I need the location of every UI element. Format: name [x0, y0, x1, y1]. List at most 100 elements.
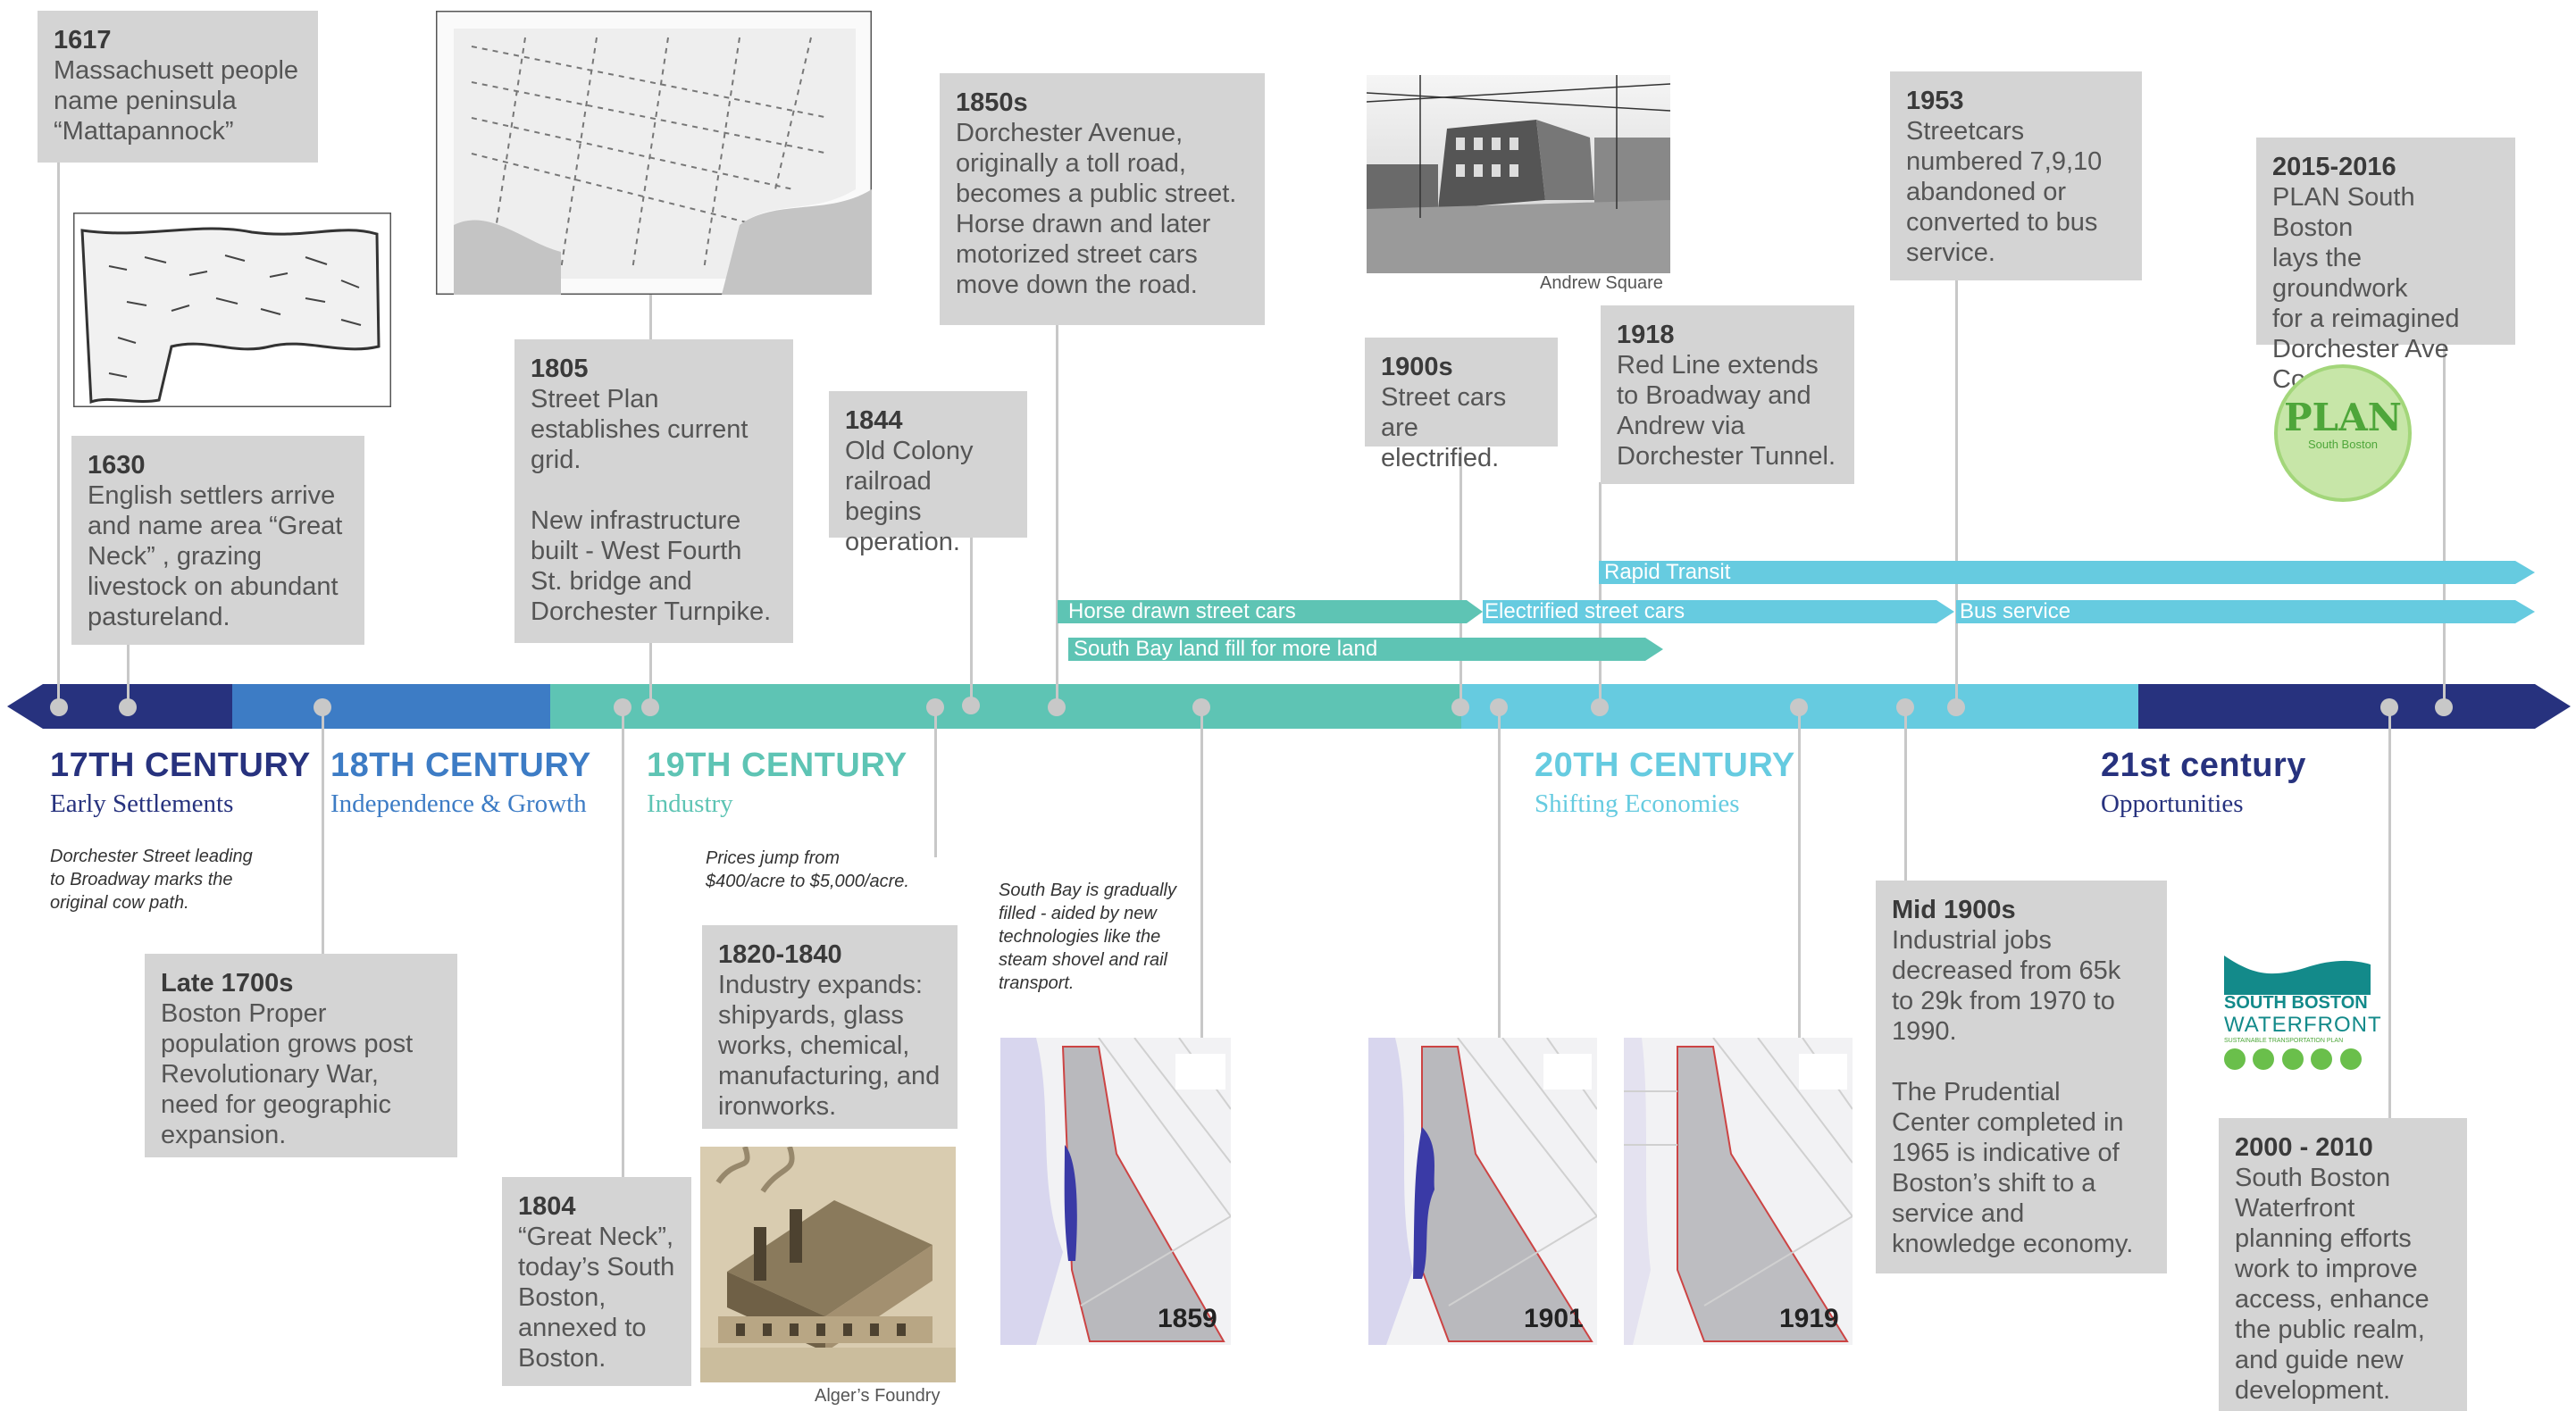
era-title-17th: 17TH CENTURY [50, 747, 311, 784]
timeline-dot [1896, 698, 1914, 716]
event-1953: 1953 Streetcars numbered 7,9,10 abandone… [1890, 71, 2142, 280]
event-1804: 1804 “Great Neck”, today’s South Boston,… [502, 1177, 691, 1386]
bar-horse-drawn [1058, 600, 1483, 623]
event-text: Boston Proper population grows post Revo… [161, 999, 414, 1149]
event-year: 1805 [531, 355, 589, 383]
waterfront-line1: SOUTH BOSTON [2224, 993, 2368, 1013]
timeline-dot [1048, 698, 1066, 716]
connector-1901 [1498, 707, 1501, 1038]
connector-1630 [127, 634, 130, 706]
connector-1850s [1056, 323, 1058, 706]
andrew-square-caption: Andrew Square [1540, 273, 1663, 293]
event-1630: 1630 English settlers arrive and name ar… [71, 436, 364, 645]
event-1617: 1617 Massachusett people name peninsula … [38, 11, 318, 163]
timeline-dot [962, 697, 980, 714]
waterfront-line3: SUSTAINABLE TRANSPORTATION PLAN [2224, 1038, 2344, 1044]
timeline-dot [2380, 698, 2398, 716]
event-year: 1850s [956, 88, 1028, 117]
era-title-21st: 21st century [2101, 747, 2306, 784]
era-title-20th: 20TH CENTURY [1535, 747, 1795, 784]
event-text: Dorchester Avenue, originally a toll roa… [956, 119, 1237, 299]
connector-2000 [2388, 707, 2391, 1118]
note-cowpath: Dorchester Street leading to Broadway ma… [50, 847, 253, 913]
transport-icons [2224, 1048, 2376, 1075]
event-text: Old Colony railroad begins operation. [845, 437, 974, 556]
era-subtitle-21st: Opportunities [2101, 789, 2244, 818]
event-1844: 1844 Old Colony railroad begins operatio… [829, 391, 1027, 556]
timeline-dot [1790, 698, 1808, 716]
event-year: 1804 [518, 1192, 576, 1221]
connector-mid1900s [1904, 707, 1907, 881]
connector-1844 [970, 536, 973, 706]
timeline-dot [2435, 698, 2453, 716]
algers-foundry-image [700, 1147, 956, 1382]
andrew-square-photo [1367, 75, 1670, 273]
timeline-dot [50, 698, 68, 716]
event-1850s: 1850s Dorchester Avenue, originally a to… [940, 73, 1265, 325]
walk-icon [2224, 1048, 2246, 1070]
note-prices: Prices jump from $400/acre to $5,000/acr… [706, 848, 909, 891]
event-text: Street Plan establishes current grid. Ne… [531, 385, 772, 626]
event-year: 1953 [1906, 87, 1964, 115]
bar-southbay-label: South Bay land fill for more land [1074, 637, 1378, 661]
bus-icon [2311, 1048, 2333, 1070]
car-icon [2281, 1048, 2304, 1070]
event-1805: 1805 Street Plan establishes current gri… [514, 339, 793, 643]
event-year: 1820-1840 [718, 940, 842, 969]
event-text: South Boston Waterfront planning efforts… [2235, 1164, 2430, 1405]
connector-1953 [1955, 279, 1958, 706]
transit-bars [1058, 561, 2535, 661]
event-year: 1900s [1381, 353, 1453, 381]
map-year-1919: 1919 [1779, 1304, 1839, 1333]
map-year-1859: 1859 [1158, 1304, 1217, 1333]
timeline-dot [1451, 698, 1469, 716]
era-subtitle-19th: Industry [647, 789, 733, 818]
event-late1700s: Late 1700s Boston Proper population grow… [145, 954, 457, 1157]
event-text: English settlers arrive and name area “G… [88, 481, 343, 631]
connector-1617 [57, 163, 60, 706]
waterfront-wave-icon [2224, 956, 2371, 995]
connector-1804 [622, 707, 624, 1177]
event-text: Streetcars numbered 7,9,10 abandoned or … [1906, 117, 2103, 267]
era-subtitle-18th: Independence & Growth [330, 789, 587, 818]
bar-southbay-landfill [1068, 638, 1663, 661]
south-boston-waterfront-logo: SOUTH BOSTON WATERFRONT SUSTAINABLE TRAN… [2224, 956, 2381, 1090]
timeline-dot [641, 698, 659, 716]
timeline-dot [314, 698, 331, 716]
south-bay-map-1901 [1368, 1038, 1597, 1345]
era-title-18th: 18TH CENTURY [330, 747, 591, 784]
event-1820-1840: 1820-1840 Industry expands: shipyards, g… [702, 925, 958, 1129]
train-icon [2339, 1048, 2362, 1070]
event-text: Red Line extends to Broadway and Andrew … [1617, 351, 1836, 471]
bike-icon [2253, 1048, 2275, 1070]
timeline-dot [926, 698, 944, 716]
event-text: Street cars are electrified. [1381, 383, 1507, 472]
bar-rapid-label: Rapid Transit [1604, 560, 1731, 584]
connector-1820 [934, 707, 937, 857]
algers-foundry-caption: Alger’s Foundry [815, 1386, 941, 1406]
connector-late1700s [322, 707, 324, 954]
timeline-dot [1591, 698, 1609, 716]
connector-2015 [2443, 343, 2446, 706]
event-year: Late 1700s [161, 969, 294, 998]
connector-1900s [1459, 445, 1462, 706]
event-text: Massachusett people name peninsula “Matt… [54, 56, 299, 146]
south-bay-map-1859 [1000, 1038, 1231, 1345]
event-year: 2015-2016 [2272, 153, 2396, 181]
event-mid1900s: Mid 1900s Industrial jobs decreased from… [1876, 881, 2167, 1273]
event-text: Industrial jobs decreased from 65k to 29… [1892, 926, 2134, 1258]
timeline-dot [1490, 698, 1508, 716]
timeline-dot [119, 698, 137, 716]
event-1900s: 1900s Street cars are electrified. [1365, 338, 1558, 472]
bar-bus-label: Bus service [1960, 599, 2071, 623]
map-year-1901: 1901 [1524, 1304, 1584, 1333]
event-year: 1617 [54, 26, 112, 54]
era-title-19th: 19TH CENTURY [647, 747, 907, 784]
connector-1919 [1798, 707, 1801, 1038]
bar-bus-service [1956, 600, 2535, 623]
event-2015: 2015-2016 PLAN South Boston lays the gro… [2256, 138, 2515, 394]
south-bay-map-1919 [1624, 1038, 1853, 1345]
bar-rapid-transit [1599, 561, 2535, 584]
peninsula-map-image [73, 213, 391, 407]
event-text: Industry expands: shipyards, glass works… [718, 971, 941, 1121]
